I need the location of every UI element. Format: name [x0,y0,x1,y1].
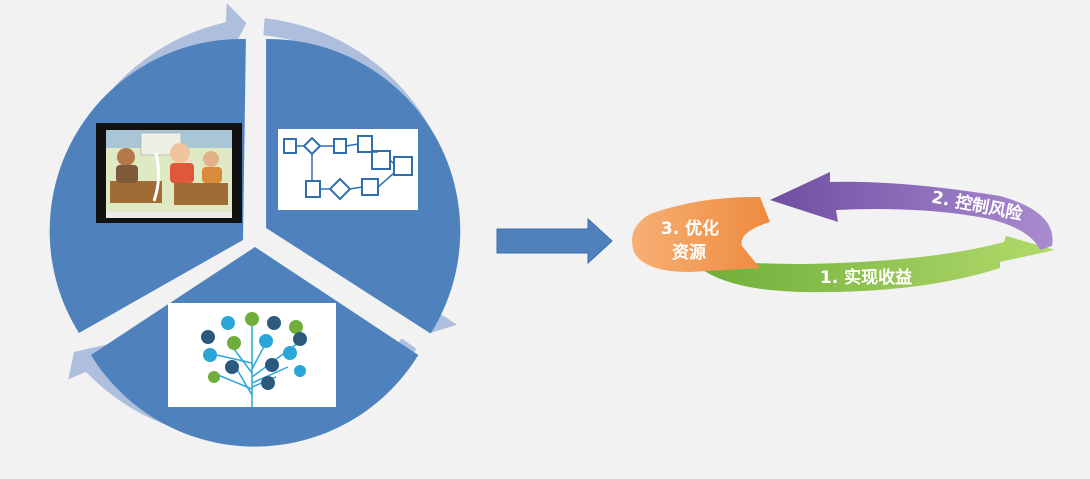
printer-icon [261,376,275,390]
monitor-icon [283,346,297,360]
tablet-icon [227,336,241,350]
flow-arrow [496,217,613,265]
flowchart-background [278,129,418,210]
flowchart-image [278,129,418,210]
laptop-icon [203,348,217,362]
cycle-arrow-purple [770,172,1053,250]
network-image [168,303,336,407]
cycle-diagram: 1. 实现收益 2. 控制风险 3. 优化 资源 [632,172,1055,293]
cycle-label-3-line1: 3. 优化 [661,218,719,239]
wifi-icon [293,332,307,346]
mobile-icon [225,360,239,374]
cycle-label-1: 1. 实现收益 [820,267,912,288]
cloud-icon [265,358,279,372]
cartoon-image [96,123,242,223]
phone-icon [245,312,259,326]
chat-icon [294,365,306,377]
circular-process-diagram [49,3,461,447]
cycle-label-2: 2. 控制风险 [930,186,1025,224]
signal-icon [221,316,235,330]
settings-icon [289,320,303,334]
camera-icon [208,371,220,383]
cycle-label-3-line2: 资源 [672,242,706,263]
cycle-arrow-orange [632,196,770,272]
users-icon [267,316,281,330]
cycle-arrow-green [700,236,1055,293]
ring-arrow-right [263,18,458,334]
globe-icon [201,330,215,344]
share-icon [259,334,273,348]
